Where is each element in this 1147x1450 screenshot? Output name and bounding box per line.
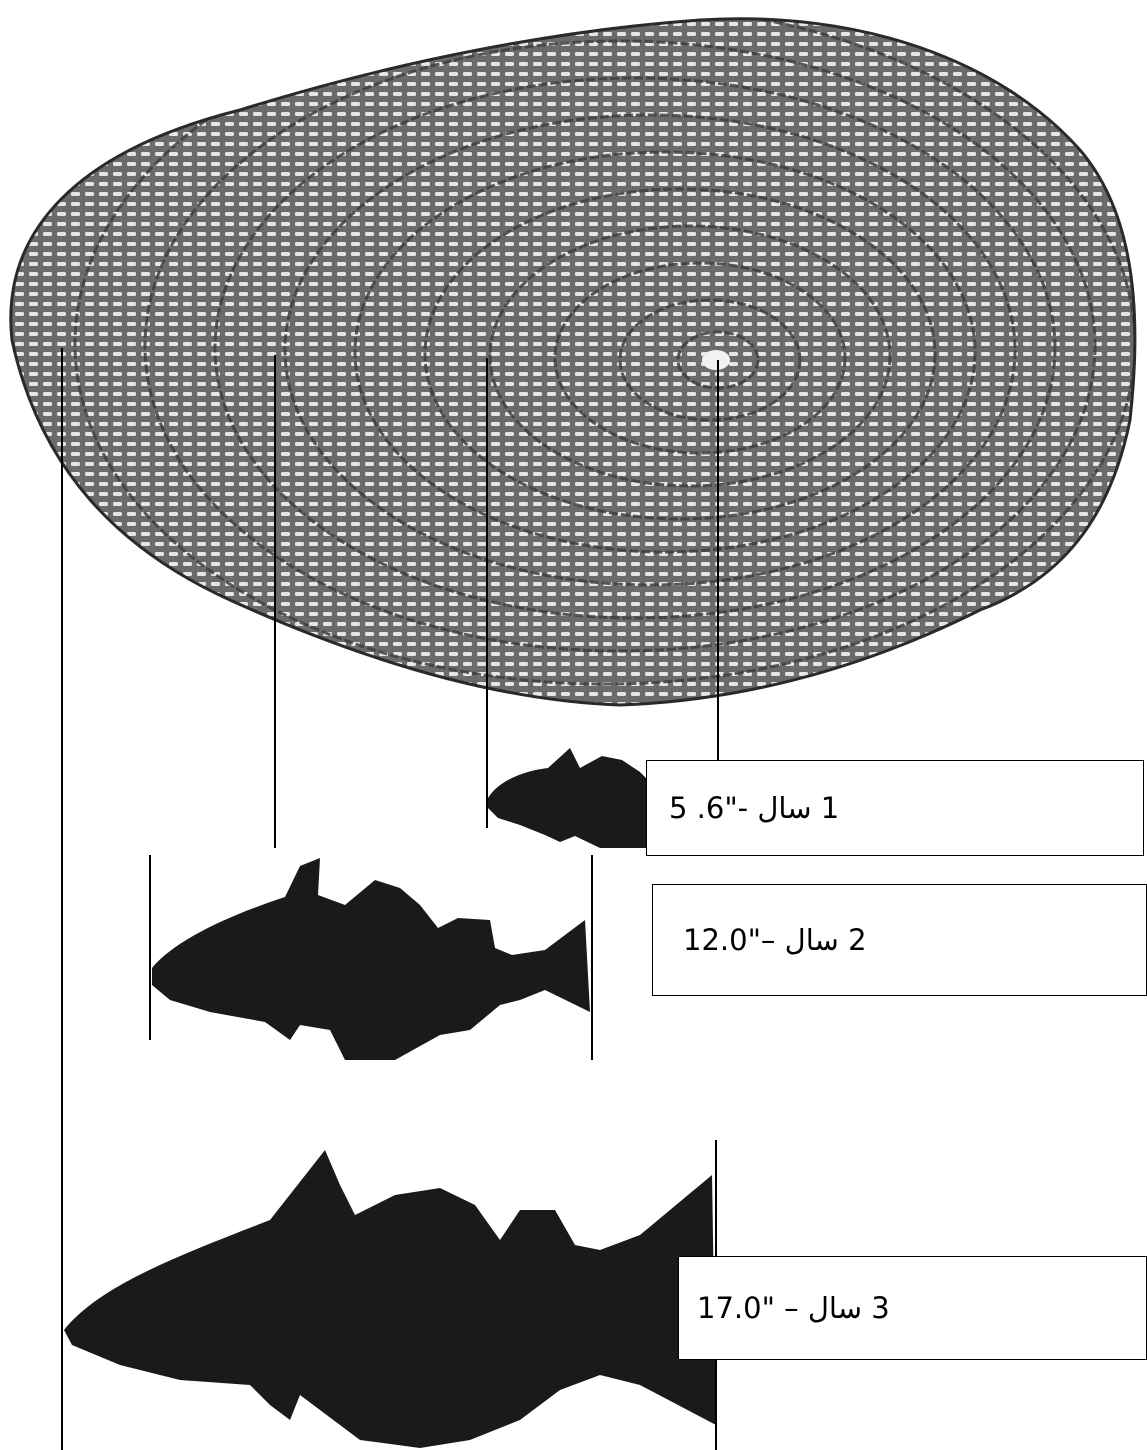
label-year-2: 2 سال –"12.0 [652,884,1147,996]
label-year-1: 1 سال -"6. 5 [646,760,1144,856]
label-year-3-text: 3 سال – "17.0 [697,1291,890,1325]
fish-year-1 [488,748,646,848]
label-year-1-text: 1 سال -"6. 5 [669,791,839,825]
fish-year-2 [152,858,590,1060]
fish-scale-image [11,4,1135,705]
label-year-2-text: 2 سال –"12.0 [683,923,867,957]
fish-year-3 [64,1150,716,1448]
label-year-3: 3 سال – "17.0 [678,1256,1147,1360]
